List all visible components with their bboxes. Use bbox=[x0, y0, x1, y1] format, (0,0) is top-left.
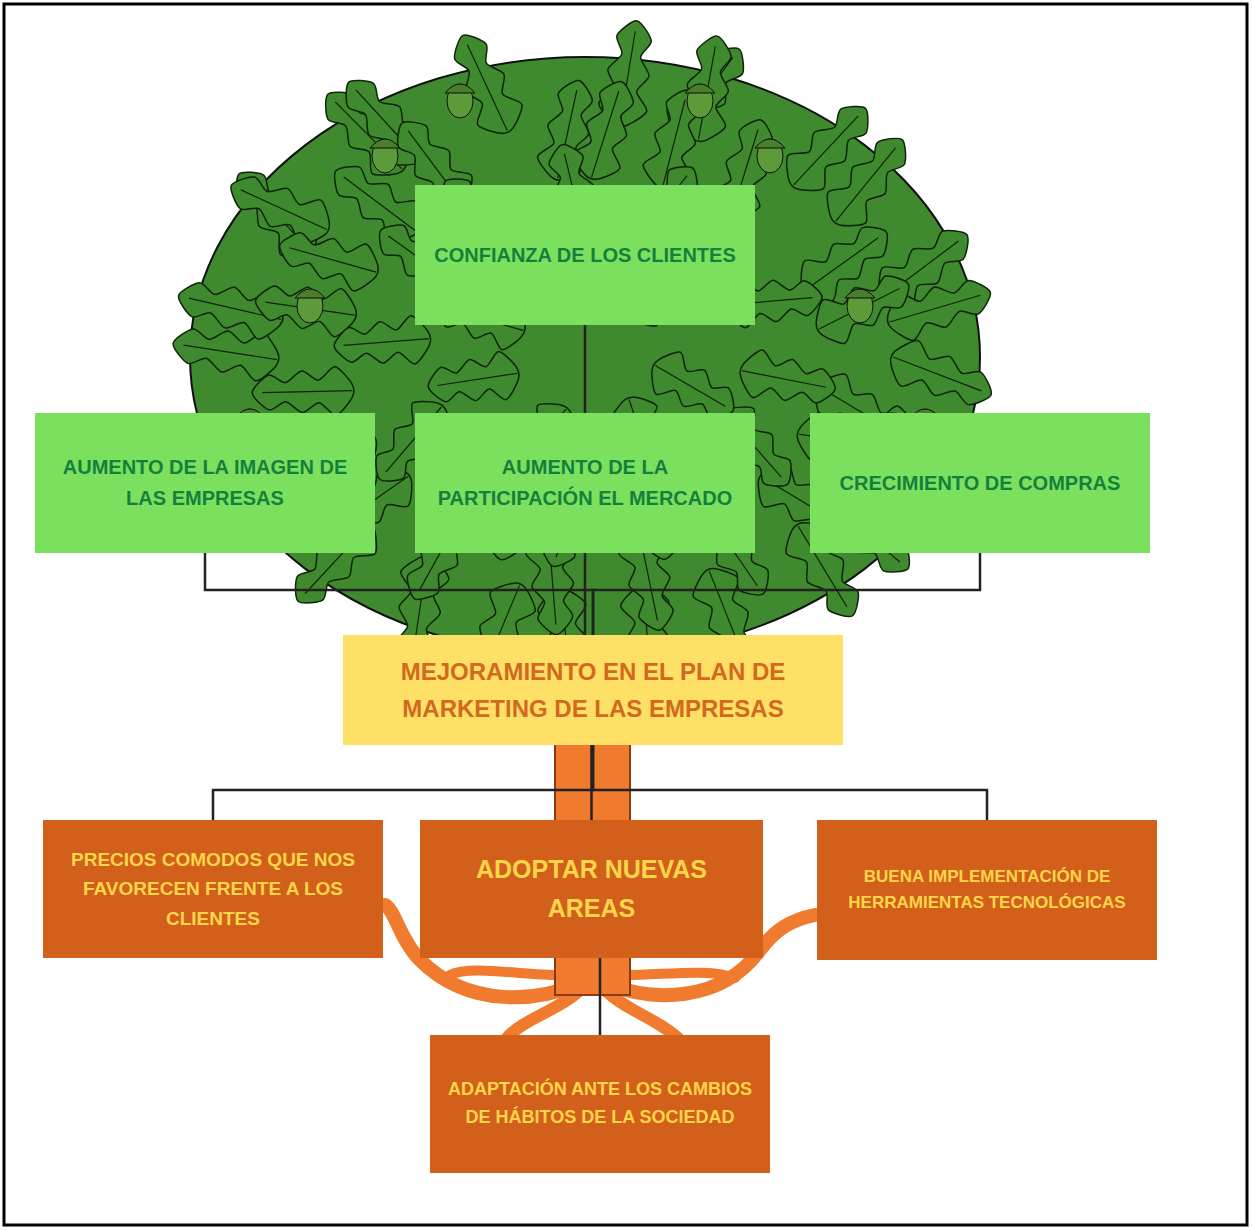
oak-leaf bbox=[273, 222, 384, 296]
root bbox=[505, 990, 580, 1040]
leaf-shape bbox=[807, 262, 920, 351]
acorn-cap bbox=[755, 139, 785, 148]
connector-line bbox=[599, 958, 602, 1035]
leaf-shape bbox=[273, 222, 384, 296]
leaf-rib bbox=[437, 373, 517, 385]
box-text: ADAPTACIÓN ANTE LOS CAMBIOS DE HÁBITOS D… bbox=[442, 1076, 758, 1132]
problem-box: MEJORAMIENTO EN EL PLAN DE MARKETING DE … bbox=[343, 635, 843, 745]
box-text: AUMENTO DE LA IMAGEN DE LAS EMPRESAS bbox=[47, 452, 363, 514]
connector-line bbox=[584, 553, 587, 635]
oak-leaf bbox=[807, 262, 920, 351]
effect-box: AUMENTO DE LA IMAGEN DE LAS EMPRESAS bbox=[35, 413, 375, 553]
box-text: CONFIANZA DE LOS CLIENTES bbox=[434, 240, 735, 271]
acorn-cap bbox=[685, 84, 715, 93]
box-text: ADOPTAR NUEVAS AREAS bbox=[432, 850, 751, 928]
oak-leaves bbox=[169, 17, 999, 698]
leaf-rib bbox=[184, 345, 277, 359]
leaf-rib bbox=[262, 391, 352, 393]
connector-line bbox=[205, 553, 593, 635]
acorn bbox=[295, 289, 325, 323]
connector-line bbox=[593, 745, 987, 820]
oak-leaf bbox=[252, 366, 355, 417]
box-text: AUMENTO DE LA PARTICIPACIÓN EL MERCADO bbox=[427, 452, 743, 514]
acorn bbox=[370, 139, 400, 173]
page-frame bbox=[4, 4, 1247, 1225]
leaf-rib bbox=[344, 177, 416, 231]
acorn-cap bbox=[445, 84, 475, 93]
oak-leaf bbox=[252, 277, 360, 340]
root bbox=[625, 973, 735, 978]
acorn-cap bbox=[295, 289, 325, 298]
leaf-rib bbox=[467, 45, 507, 131]
effect-box: AUMENTO DE LA PARTICIPACIÓN EL MERCADO bbox=[415, 413, 755, 553]
connector-line bbox=[593, 553, 980, 635]
leaf-rib bbox=[893, 357, 981, 391]
leaf-shape bbox=[252, 277, 360, 340]
connector-line bbox=[584, 325, 587, 413]
effect-box: CONFIANZA DE LOS CLIENTES bbox=[415, 185, 755, 325]
leaf-shape bbox=[441, 25, 530, 142]
leaf-shape bbox=[816, 124, 921, 237]
leaf-rib bbox=[819, 289, 899, 329]
leaf-shape bbox=[252, 366, 355, 417]
cause-box: BUENA IMPLEMENTACIÓN DE HERRAMIENTAS TEC… bbox=[817, 820, 1157, 960]
oak-leaf bbox=[816, 124, 921, 237]
leaf-rib bbox=[289, 248, 376, 272]
leaf-rib bbox=[344, 339, 429, 346]
leaf-rib bbox=[836, 148, 896, 221]
oak-leaf bbox=[425, 349, 523, 411]
leaf-shape bbox=[425, 349, 523, 411]
effect-box: CRECIMIENTO DE COMPRAS bbox=[810, 413, 1150, 553]
leaf-rib bbox=[655, 366, 725, 407]
acorn-cap bbox=[845, 289, 875, 298]
acorn-cap bbox=[370, 139, 400, 148]
root bbox=[605, 990, 680, 1040]
cause-box: ADOPTAR NUEVAS AREAS bbox=[420, 820, 763, 958]
leaf-rib bbox=[794, 116, 859, 185]
box-text: CRECIMIENTO DE COMPRAS bbox=[840, 468, 1121, 499]
leaf-shape bbox=[883, 334, 1000, 418]
root bbox=[450, 971, 560, 975]
leaf-rib bbox=[805, 238, 878, 291]
acorn bbox=[445, 84, 475, 118]
leaf-shape bbox=[736, 347, 840, 413]
leaf-rib bbox=[742, 371, 826, 388]
box-text: MEJORAMIENTO EN EL PLAN DE MARKETING DE … bbox=[355, 653, 831, 727]
oak-leaf bbox=[736, 347, 840, 413]
box-text: BUENA IMPLEMENTACIÓN DE HERRAMIENTAS TEC… bbox=[829, 864, 1145, 917]
acorn bbox=[755, 139, 785, 173]
cause-box: ADAPTACIÓN ANTE LOS CAMBIOS DE HÁBITOS D… bbox=[430, 1035, 770, 1173]
oak-leaf bbox=[883, 334, 1000, 418]
leaf-rib bbox=[592, 91, 619, 177]
leaf-rib bbox=[241, 190, 327, 230]
oak-leaf bbox=[221, 163, 338, 252]
acorn bbox=[845, 289, 875, 323]
leaf-shape bbox=[221, 163, 338, 252]
box-text: PRECIOS COMODOS QUE NOS FAVORECEN FRENTE… bbox=[55, 845, 371, 933]
cause-box: PRECIOS COMODOS QUE NOS FAVORECEN FRENTE… bbox=[43, 820, 383, 958]
acorn bbox=[685, 84, 715, 118]
oak-leaf bbox=[441, 25, 530, 142]
connector-line bbox=[213, 745, 593, 820]
tree-crown bbox=[190, 57, 980, 657]
